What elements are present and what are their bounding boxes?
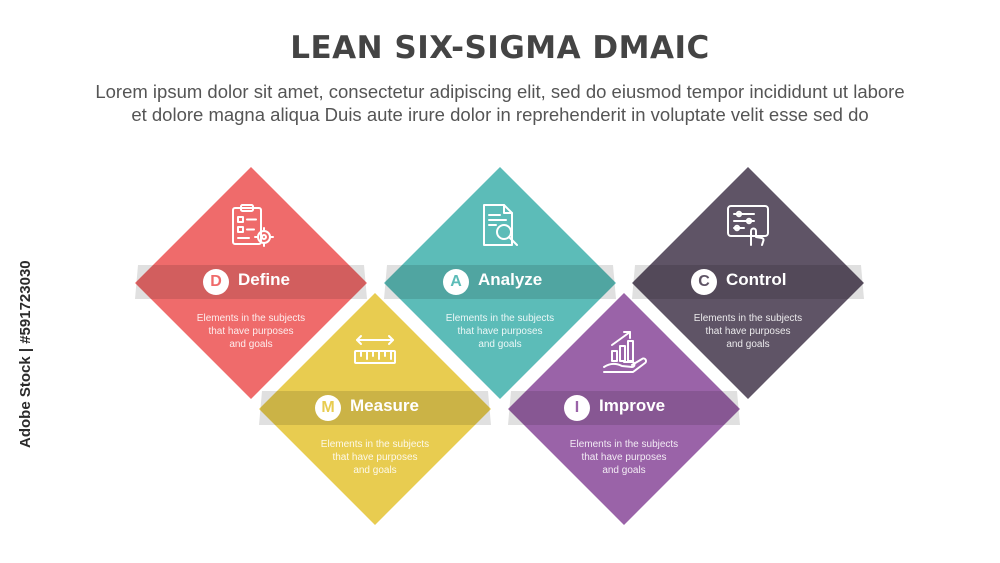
control-panel-touch-icon bbox=[724, 201, 772, 249]
step-analyze-letter-badge: A bbox=[443, 269, 469, 295]
desc-line: Elements in the subjects bbox=[320, 439, 430, 450]
step-improve-band bbox=[508, 391, 740, 425]
desc-line: and goals bbox=[602, 465, 646, 476]
subtitle: Lorem ipsum dolor sit amet, consectetur … bbox=[40, 80, 960, 126]
desc-line: and goals bbox=[353, 465, 397, 476]
desc-line: that have purposes bbox=[581, 452, 667, 463]
step-improve: I Improve Elements in the subjects that … bbox=[508, 293, 740, 525]
step-define-label: Define bbox=[238, 270, 290, 289]
desc-line: and goals bbox=[726, 339, 770, 350]
step-analyze-description: Elements in the subjects that have purpo… bbox=[430, 312, 570, 351]
desc-line: that have purposes bbox=[208, 326, 294, 337]
desc-line: and goals bbox=[478, 339, 522, 350]
step-control-label: Control bbox=[726, 270, 787, 289]
desc-line: that have purposes bbox=[705, 326, 791, 337]
step-define-band bbox=[135, 265, 367, 299]
subtitle-line-2: et dolore magna aliqua Duis aute irure d… bbox=[131, 104, 869, 125]
step-control: C Control Elements in the subjects that … bbox=[632, 167, 864, 399]
desc-line: that have purposes bbox=[457, 326, 543, 337]
step-measure-label: Measure bbox=[350, 396, 419, 415]
step-measure-description: Elements in the subjects that have purpo… bbox=[305, 438, 445, 477]
step-define-letter-badge: D bbox=[203, 269, 229, 295]
desc-line: Elements in the subjects bbox=[445, 313, 555, 324]
step-measure-letter-badge: M bbox=[315, 395, 341, 421]
desc-line: Elements in the subjects bbox=[693, 313, 803, 324]
desc-line: Elements in the subjects bbox=[196, 313, 306, 324]
growth-chart-hand-icon bbox=[600, 327, 648, 375]
step-measure: M Measure Elements in the subjects that … bbox=[259, 293, 491, 525]
step-improve-letter-badge: I bbox=[564, 395, 590, 421]
step-measure-band bbox=[259, 391, 491, 425]
step-define: D Define Elements in the subjects that h… bbox=[135, 167, 367, 399]
step-analyze-band bbox=[384, 265, 616, 299]
ruler-icon bbox=[351, 327, 399, 375]
clipboard-checklist-icon bbox=[227, 201, 275, 249]
desc-line: Elements in the subjects bbox=[569, 439, 679, 450]
page-title: LEAN SIX-SIGMA DMAIC bbox=[290, 30, 710, 66]
subtitle-line-1: Lorem ipsum dolor sit amet, consectetur … bbox=[95, 81, 905, 102]
step-analyze: A Analyze Elements in the subjects that … bbox=[384, 167, 616, 399]
watermark: Adobe Stock | #591723030 bbox=[17, 260, 34, 448]
step-improve-description: Elements in the subjects that have purpo… bbox=[554, 438, 694, 477]
step-control-band bbox=[632, 265, 864, 299]
step-analyze-label: Analyze bbox=[478, 270, 543, 289]
step-improve-label: Improve bbox=[599, 396, 666, 415]
step-define-description: Elements in the subjects that have purpo… bbox=[181, 312, 321, 351]
desc-line: that have purposes bbox=[332, 452, 418, 463]
desc-line: and goals bbox=[229, 339, 273, 350]
step-control-letter-badge: C bbox=[691, 269, 717, 295]
step-control-description: Elements in the subjects that have purpo… bbox=[678, 312, 818, 351]
document-search-icon bbox=[476, 201, 524, 249]
